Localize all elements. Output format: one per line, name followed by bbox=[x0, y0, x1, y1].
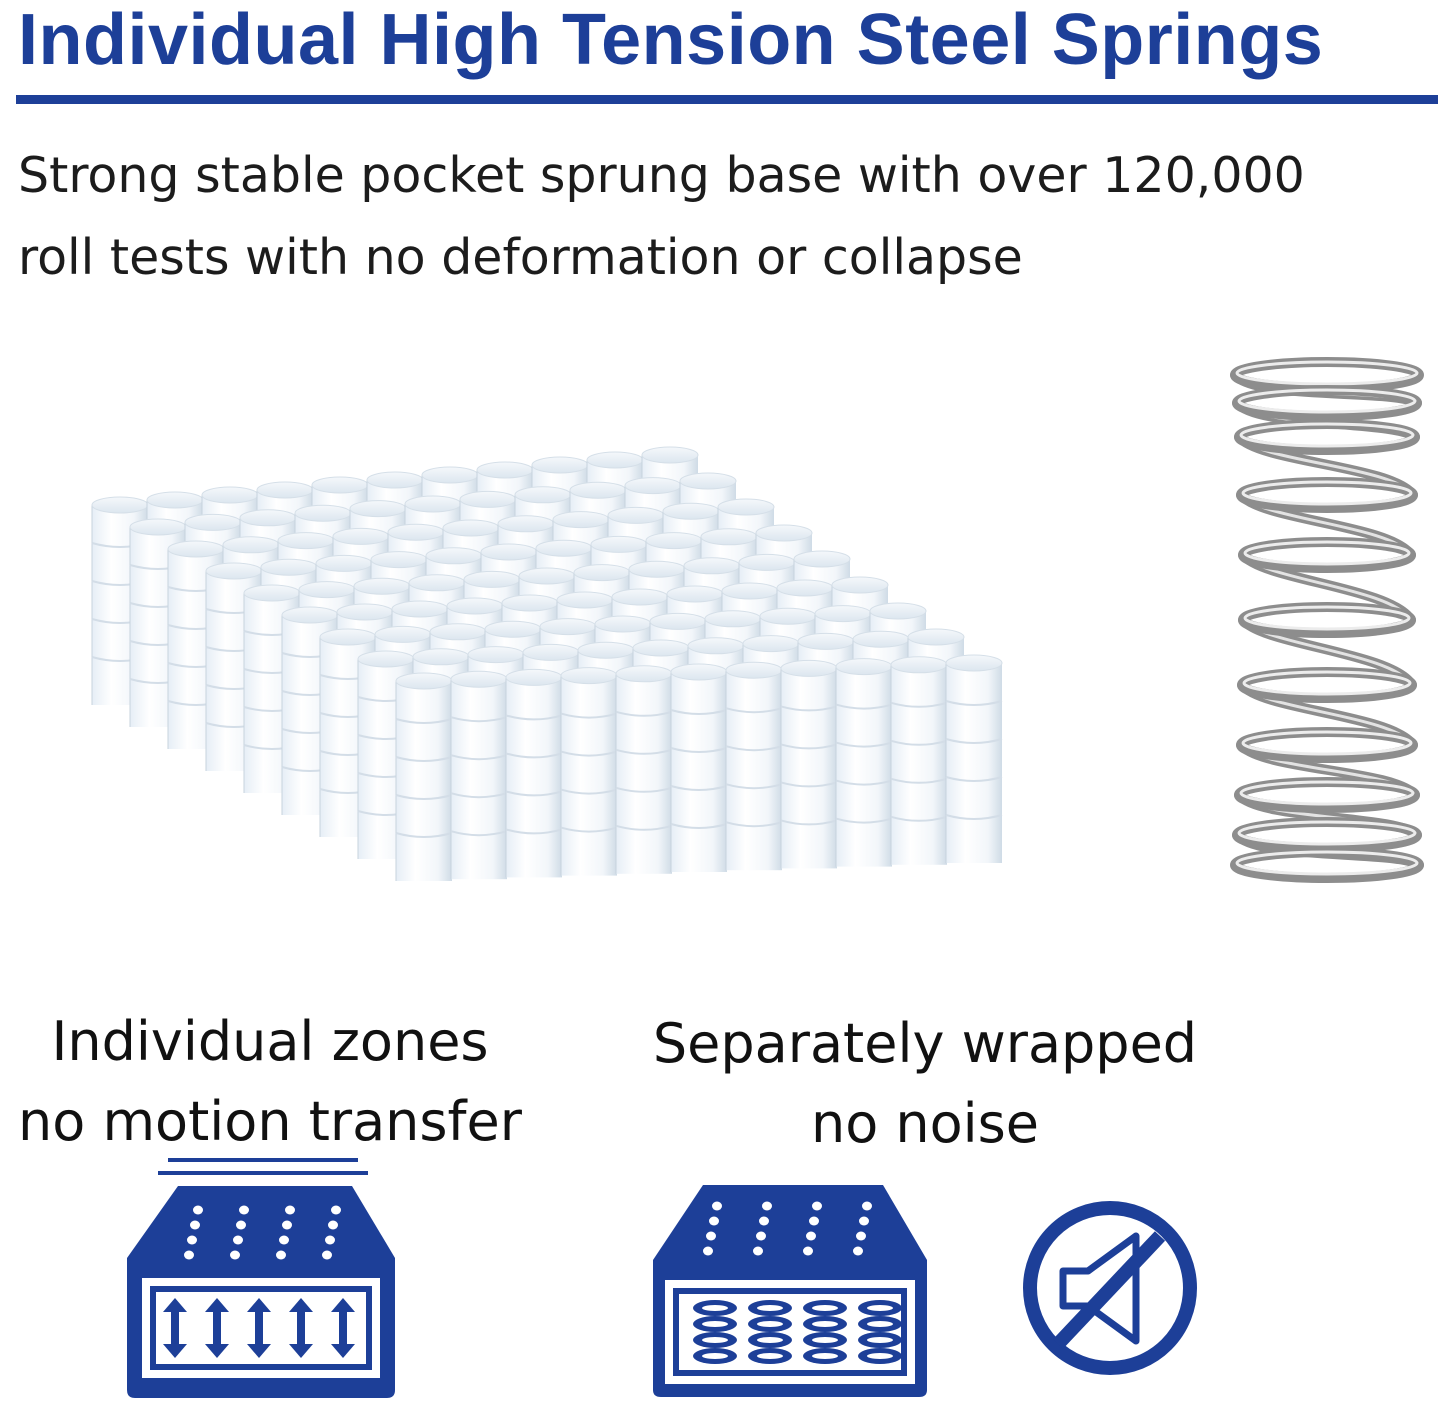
mute-speaker-icon bbox=[1023, 1201, 1197, 1375]
page-subtitle: Strong stable pocket sprung base with ov… bbox=[18, 147, 1305, 286]
feature-line: no noise bbox=[810, 1092, 1040, 1155]
feature-caption-wrapped: Separately wrapped no noise bbox=[640, 1004, 1210, 1164]
pocket-spring-block-image bbox=[91, 446, 1003, 881]
spring-pocket bbox=[395, 672, 453, 881]
spring-pocket bbox=[560, 667, 618, 876]
spring-pocket bbox=[945, 654, 1003, 863]
feature-line: no motion transfer bbox=[18, 1090, 522, 1153]
spring-pocket bbox=[890, 656, 948, 865]
steel-coil-spring-image bbox=[1230, 357, 1424, 883]
mattress-coils-icon bbox=[653, 1185, 927, 1397]
feature-line: Separately wrapped bbox=[652, 1012, 1198, 1075]
mattress-arrows-icon bbox=[127, 1158, 395, 1398]
page-title: Individual High Tension Steel Springs bbox=[18, 0, 1324, 80]
spring-pocket bbox=[450, 670, 508, 880]
feature-caption-zones: Individual zones no motion transfer bbox=[0, 1002, 540, 1162]
spring-pocket bbox=[505, 668, 563, 878]
spring-pocket bbox=[670, 663, 728, 872]
spring-pocket bbox=[780, 659, 838, 869]
title-divider bbox=[16, 95, 1438, 104]
spring-pocket bbox=[615, 665, 673, 874]
spring-pocket bbox=[725, 661, 783, 871]
spring-pocket bbox=[835, 658, 893, 867]
feature-line: Individual zones bbox=[51, 1010, 489, 1073]
